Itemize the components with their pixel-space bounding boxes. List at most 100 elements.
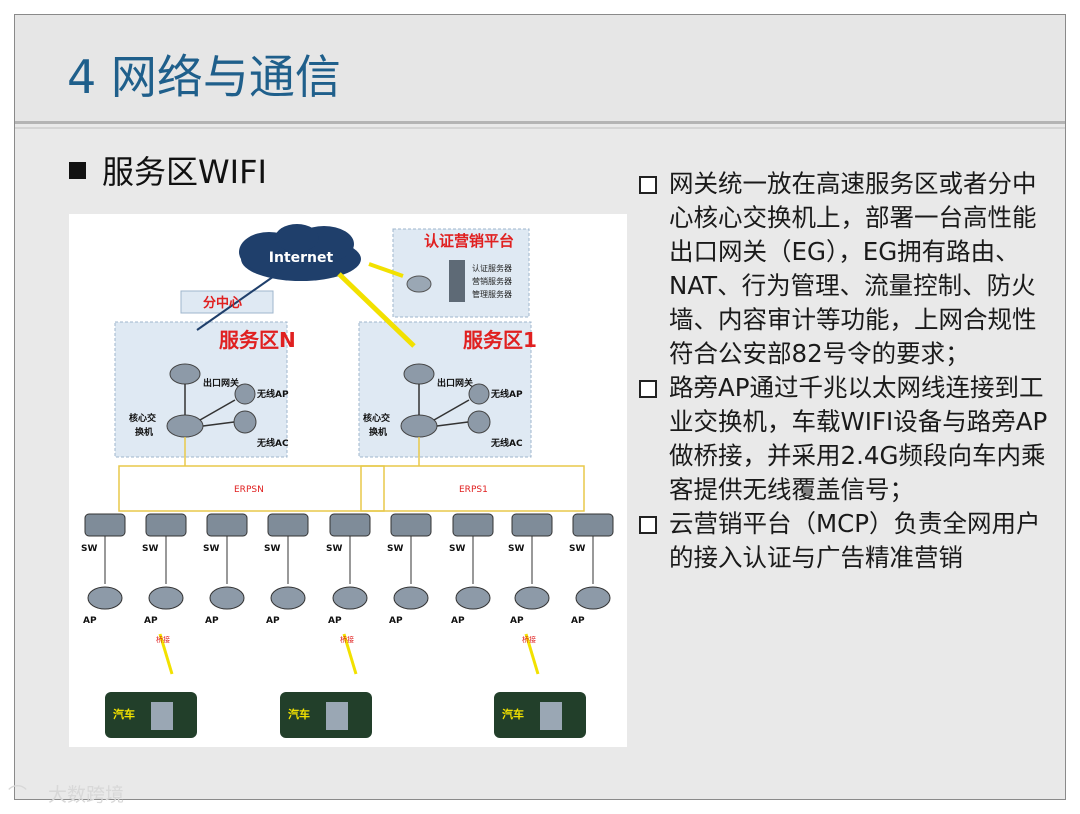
egress-gateway-label: 出口网关 (437, 377, 473, 389)
access-point-icon (514, 586, 550, 610)
switch-icon (329, 513, 371, 537)
wireless-ac-label: 无线AC (490, 437, 523, 449)
switch-label: SW (81, 544, 97, 554)
switch-label: SW (449, 544, 465, 554)
management-server-label: 管理服务器 (472, 289, 512, 299)
wireless-ac-icon (467, 410, 491, 434)
section-heading: 服务区WIFI (69, 147, 267, 193)
uplink-line (196, 273, 278, 331)
vehicle-label: 汽车 (502, 707, 524, 721)
network-diagram-svg: Internet 认证营销平台 认证服务器 营销服务器 管理服务器 分中心 服务… (81, 224, 614, 738)
switch-label: SW (142, 544, 158, 554)
internet-cloud-icon (239, 224, 361, 281)
slide: 4 网络与通信 服务区WIFI Internet 认证营销平 (14, 14, 1066, 800)
access-point-icon (332, 586, 368, 610)
erps-1-ring (360, 465, 585, 512)
erps-n-label: ERPSN (234, 485, 264, 495)
link-line (433, 399, 470, 421)
wireless-ac-icon (233, 410, 257, 434)
checkbox-bullet-icon (639, 380, 657, 398)
branch-center-panel (180, 290, 274, 314)
auth-platform-title: 认证营销平台 (424, 232, 514, 250)
switch-label: SW (387, 544, 403, 554)
internet-label: Internet (269, 250, 334, 266)
vehicle-device-icon (151, 702, 173, 730)
switch-icon (267, 513, 309, 537)
switch-label: SW (326, 544, 342, 554)
checkbox-bullet-icon (639, 516, 657, 534)
switch-icon (206, 513, 248, 537)
wireless-ap-icon (234, 383, 256, 405)
access-point-label: AP (510, 616, 524, 626)
switch-icon (572, 513, 614, 537)
access-point-icon (148, 586, 184, 610)
bridge-label: 桥接 (156, 635, 170, 644)
vehicle-label: 汽车 (288, 707, 310, 721)
square-bullet-icon (69, 162, 86, 179)
zone-n-label: 服务区N (219, 328, 296, 352)
bullet-text: 网关统一放在高速服务区或者分中心核心交换机上，部署一台高性能出口网关（EG），E… (669, 169, 1037, 368)
gateway-icon (403, 363, 435, 385)
title-divider (15, 127, 1065, 129)
bridge-lightning-icon (158, 633, 174, 675)
core-switch-label: 换机 (369, 426, 387, 438)
access-point-label: AP (266, 616, 280, 626)
access-point-label: AP (83, 616, 97, 626)
link-line (199, 399, 236, 421)
switch-icon (84, 513, 126, 537)
wireless-ap-icon (468, 383, 490, 405)
server-rack-icon (449, 260, 465, 302)
section-heading-text: 服务区WIFI (102, 153, 267, 191)
wireless-ac-label: 无线AC (256, 437, 289, 449)
bullet-text: 路旁AP通过千兆以太网线连接到工业交换机，车载WIFI设备与路旁AP做桥接，并采… (669, 373, 1048, 504)
watermark: ⌒ 大数跨境 (8, 780, 124, 807)
bullet-item: 路旁AP通过千兆以太网线连接到工业交换机，车载WIFI设备与路旁AP做桥接，并采… (637, 371, 1057, 507)
switch-label: SW (264, 544, 280, 554)
slide-title: 4 网络与通信 (67, 50, 341, 104)
bridge-lightning-icon (524, 633, 540, 675)
core-switch-label: 核心交 (363, 412, 390, 424)
access-point-icon (393, 586, 429, 610)
title-bar: 4 网络与通信 (15, 15, 1065, 129)
switch-label: SW (569, 544, 585, 554)
switch-label: SW (203, 544, 219, 554)
switch-icon (511, 513, 553, 537)
switch-row: SW SW SW SW SW SW SW SW SW (81, 513, 614, 584)
bullet-text: 云营销平台（MCP）负责全网用户的接入认证与广告精准营销 (669, 509, 1041, 572)
erps-1-label: ERPS1 (459, 485, 488, 495)
core-switch-label: 核心交 (129, 412, 156, 424)
zone-1-label: 服务区1 (463, 328, 537, 352)
branch-center-label: 分中心 (203, 295, 242, 311)
zone-1-panel (358, 321, 532, 458)
access-point-label: AP (571, 616, 585, 626)
access-point-icon (455, 586, 491, 610)
wireless-ap-label: 无线AP (256, 388, 289, 400)
bullet-item: 网关统一放在高速服务区或者分中心核心交换机上，部署一台高性能出口网关（EG），E… (637, 167, 1057, 371)
access-point-icon (270, 586, 306, 610)
egress-gateway-label: 出口网关 (203, 377, 239, 389)
watermark-text: 大数跨境 (48, 784, 125, 806)
vehicle-device-icon (326, 702, 348, 730)
access-point-label: AP (328, 616, 342, 626)
switch-icon (452, 513, 494, 537)
access-point-label: AP (451, 616, 465, 626)
core-switch-icon (166, 414, 204, 438)
marketing-server-label: 营销服务器 (472, 276, 512, 286)
platform-lightning (368, 262, 404, 278)
link-line (202, 421, 235, 427)
access-point-icon (575, 586, 611, 610)
bullet-item: 云营销平台（MCP）负责全网用户的接入认证与广告精准营销 (637, 507, 1057, 575)
switch-label: SW (508, 544, 524, 554)
watermark-logo-icon: ⌒ (8, 784, 28, 806)
bullet-list: 网关统一放在高速服务区或者分中心核心交换机上，部署一台高性能出口网关（EG），E… (637, 167, 1057, 575)
bridge-label: 桥接 (522, 635, 536, 644)
bridge-lightning-icon (342, 633, 358, 675)
access-point-label: AP (205, 616, 219, 626)
access-point-label: AP (144, 616, 158, 626)
link-line (436, 421, 469, 427)
wireless-ap-label: 无线AP (490, 388, 523, 400)
